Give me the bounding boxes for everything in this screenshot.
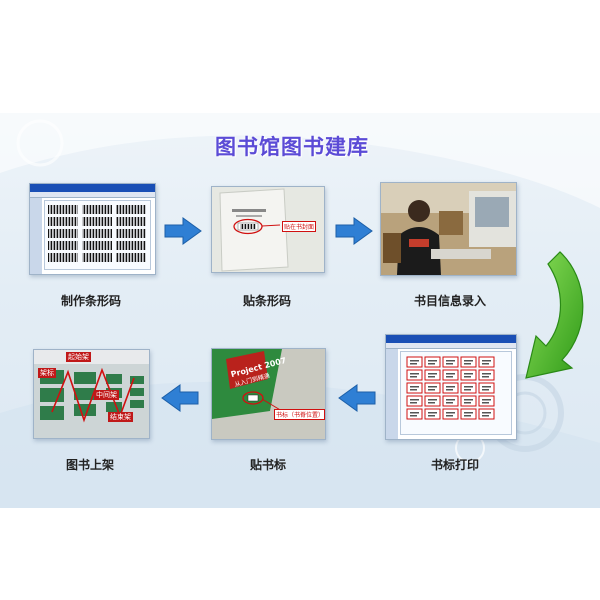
label-grid bbox=[401, 352, 511, 434]
book-cover-photo bbox=[212, 187, 324, 272]
data-entry-photo bbox=[381, 183, 516, 275]
window-title-bar bbox=[30, 184, 155, 192]
arrow-right-icon bbox=[164, 217, 202, 245]
label-sheet bbox=[400, 351, 512, 435]
barcode-grid bbox=[48, 205, 146, 262]
barcode-sheet bbox=[44, 200, 151, 270]
step-5-image: Project 2007 从入门到精通 书标（书脊位置） bbox=[211, 348, 326, 440]
step-4-image bbox=[385, 334, 517, 440]
background-swoosh bbox=[0, 113, 600, 508]
step-3-label: 书目信息录入 bbox=[413, 294, 486, 308]
background-panel bbox=[0, 113, 600, 508]
shelf-end-tag: 结束架 bbox=[108, 412, 133, 422]
step-2-label: 贴条形码 bbox=[242, 294, 291, 308]
arrow-left-icon bbox=[338, 384, 376, 412]
step-6-label: 图书上架 bbox=[65, 458, 114, 472]
curved-arrow-down-icon bbox=[525, 251, 584, 379]
book-label-photo bbox=[212, 349, 325, 439]
window-sidebar bbox=[386, 349, 398, 439]
barcode-callout: 贴在书封面 bbox=[282, 221, 317, 232]
arrow-left-icon bbox=[161, 384, 199, 412]
step-3-image bbox=[380, 182, 517, 276]
step-2-image: 贴在书封面 bbox=[211, 186, 325, 273]
shelf-marker-tag: 架标 bbox=[38, 368, 56, 378]
bookshelf-photo bbox=[34, 350, 149, 438]
arrow-right-icon bbox=[335, 217, 373, 245]
window-title-bar bbox=[386, 335, 516, 343]
shelf-start-tag: 起始架 bbox=[66, 352, 91, 362]
step-6-image: 起始架 架标 中间架 结束架 bbox=[33, 349, 150, 439]
window-sidebar bbox=[30, 198, 42, 274]
step-1-image bbox=[29, 183, 156, 275]
step-1-label: 制作条形码 bbox=[60, 294, 121, 308]
page-title: 图书馆图书建库 bbox=[215, 135, 369, 159]
window-menu-bar bbox=[386, 343, 516, 349]
window-menu-bar bbox=[30, 192, 155, 198]
shelf-middle-tag: 中间架 bbox=[94, 390, 119, 400]
step-4-label: 书标打印 bbox=[430, 458, 479, 472]
spine-label-callout: 书标（书脊位置） bbox=[274, 409, 325, 420]
step-5-label: 贴书标 bbox=[249, 458, 286, 472]
